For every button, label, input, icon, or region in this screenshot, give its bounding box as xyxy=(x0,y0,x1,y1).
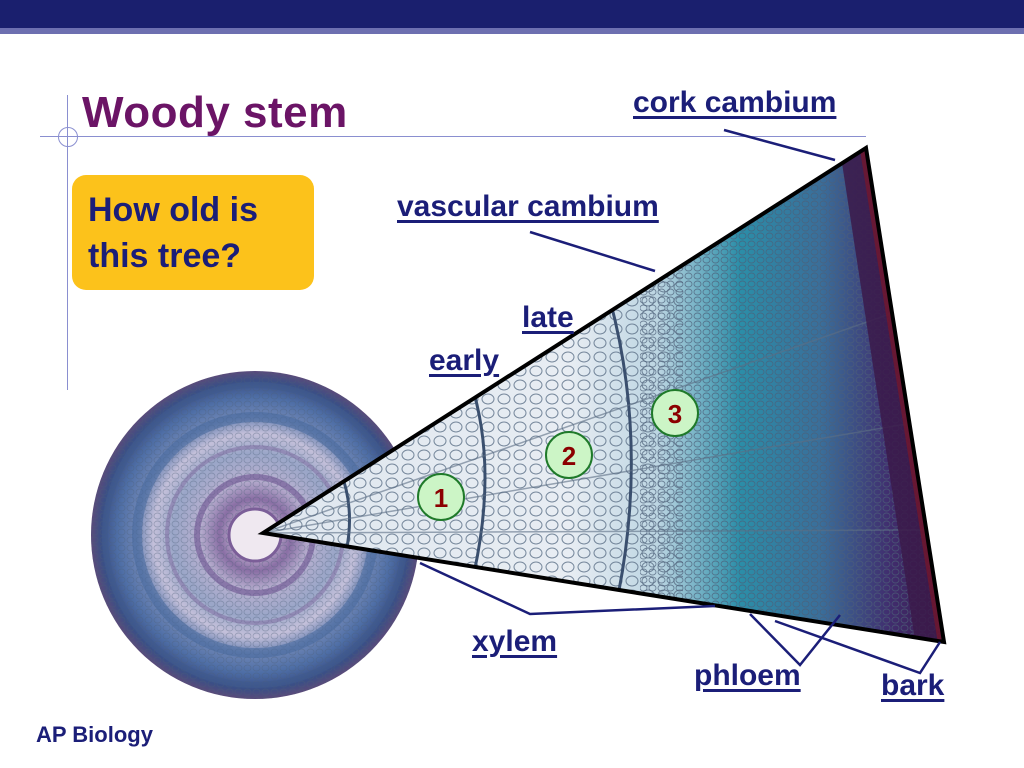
top-title-bar xyxy=(0,0,1024,28)
label-late: late xyxy=(522,301,574,334)
guide-line-horizontal xyxy=(40,136,866,137)
label-bark: bark xyxy=(881,669,945,702)
question-box xyxy=(72,175,314,290)
footer-course-name: AP Biology xyxy=(36,722,153,747)
label-early: early xyxy=(429,344,500,377)
ring-number-2: 2 xyxy=(562,441,576,471)
ring-badge-3: 3 xyxy=(651,389,699,437)
label-vascular-cambium: vascular cambium xyxy=(397,190,659,223)
label-phloem: phloem xyxy=(694,659,801,692)
ring-badge-1: 1 xyxy=(417,473,465,521)
ring-badge-2: 2 xyxy=(545,431,593,479)
slide-title: Woody stem xyxy=(82,88,348,137)
ring-number-1: 1 xyxy=(434,483,448,513)
leader-lines xyxy=(419,128,942,675)
stem-cross-section xyxy=(91,371,419,699)
guide-crosshair-circle xyxy=(58,127,78,147)
guide-line-vertical xyxy=(67,95,68,390)
label-cork-cambium: cork cambium xyxy=(633,86,837,119)
question-text: How old is this tree? xyxy=(88,191,258,275)
ring-number-3: 3 xyxy=(668,399,682,429)
top-accent-stripe xyxy=(0,28,1024,34)
label-xylem: xylem xyxy=(472,625,558,658)
